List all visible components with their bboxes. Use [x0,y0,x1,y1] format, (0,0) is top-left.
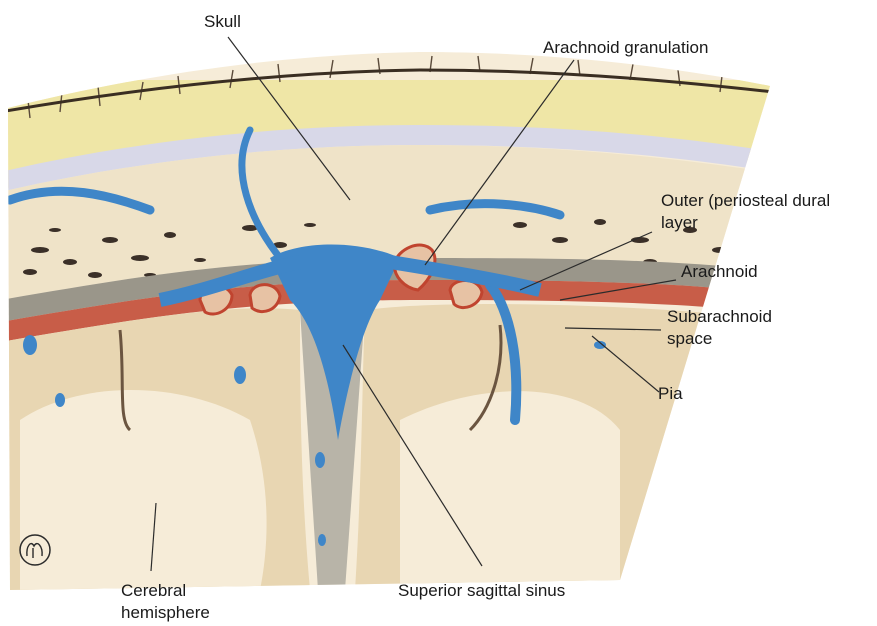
label-outer-dural-line1: Outer (periosteal dural [661,190,830,212]
granulation-middle [250,285,280,312]
left-white-matter [20,390,267,590]
label-skull: Skull [204,11,241,33]
granulation-right [450,281,482,308]
label-subarachnoid-line1: Subarachnoid [667,306,772,328]
label-cerebral-line1: Cerebral [121,580,210,602]
label-outer-dural-layer: Outer (periosteal dural layer [661,190,830,234]
label-arachnoid-granulation: Arachnoid granulation [543,37,708,59]
right-white-matter [400,391,620,590]
label-subarachnoid-space: Subarachnoid space [667,306,772,350]
label-cerebral-line2: hemisphere [121,602,210,624]
label-outer-dural-line2: layer [661,212,830,234]
label-pia: Pia [658,383,683,405]
label-cerebral-hemisphere: Cerebral hemisphere [121,580,210,624]
label-subarachnoid-line2: space [667,328,772,350]
label-arachnoid: Arachnoid [681,261,758,283]
label-superior-sagittal-sinus: Superior sagittal sinus [398,580,565,602]
